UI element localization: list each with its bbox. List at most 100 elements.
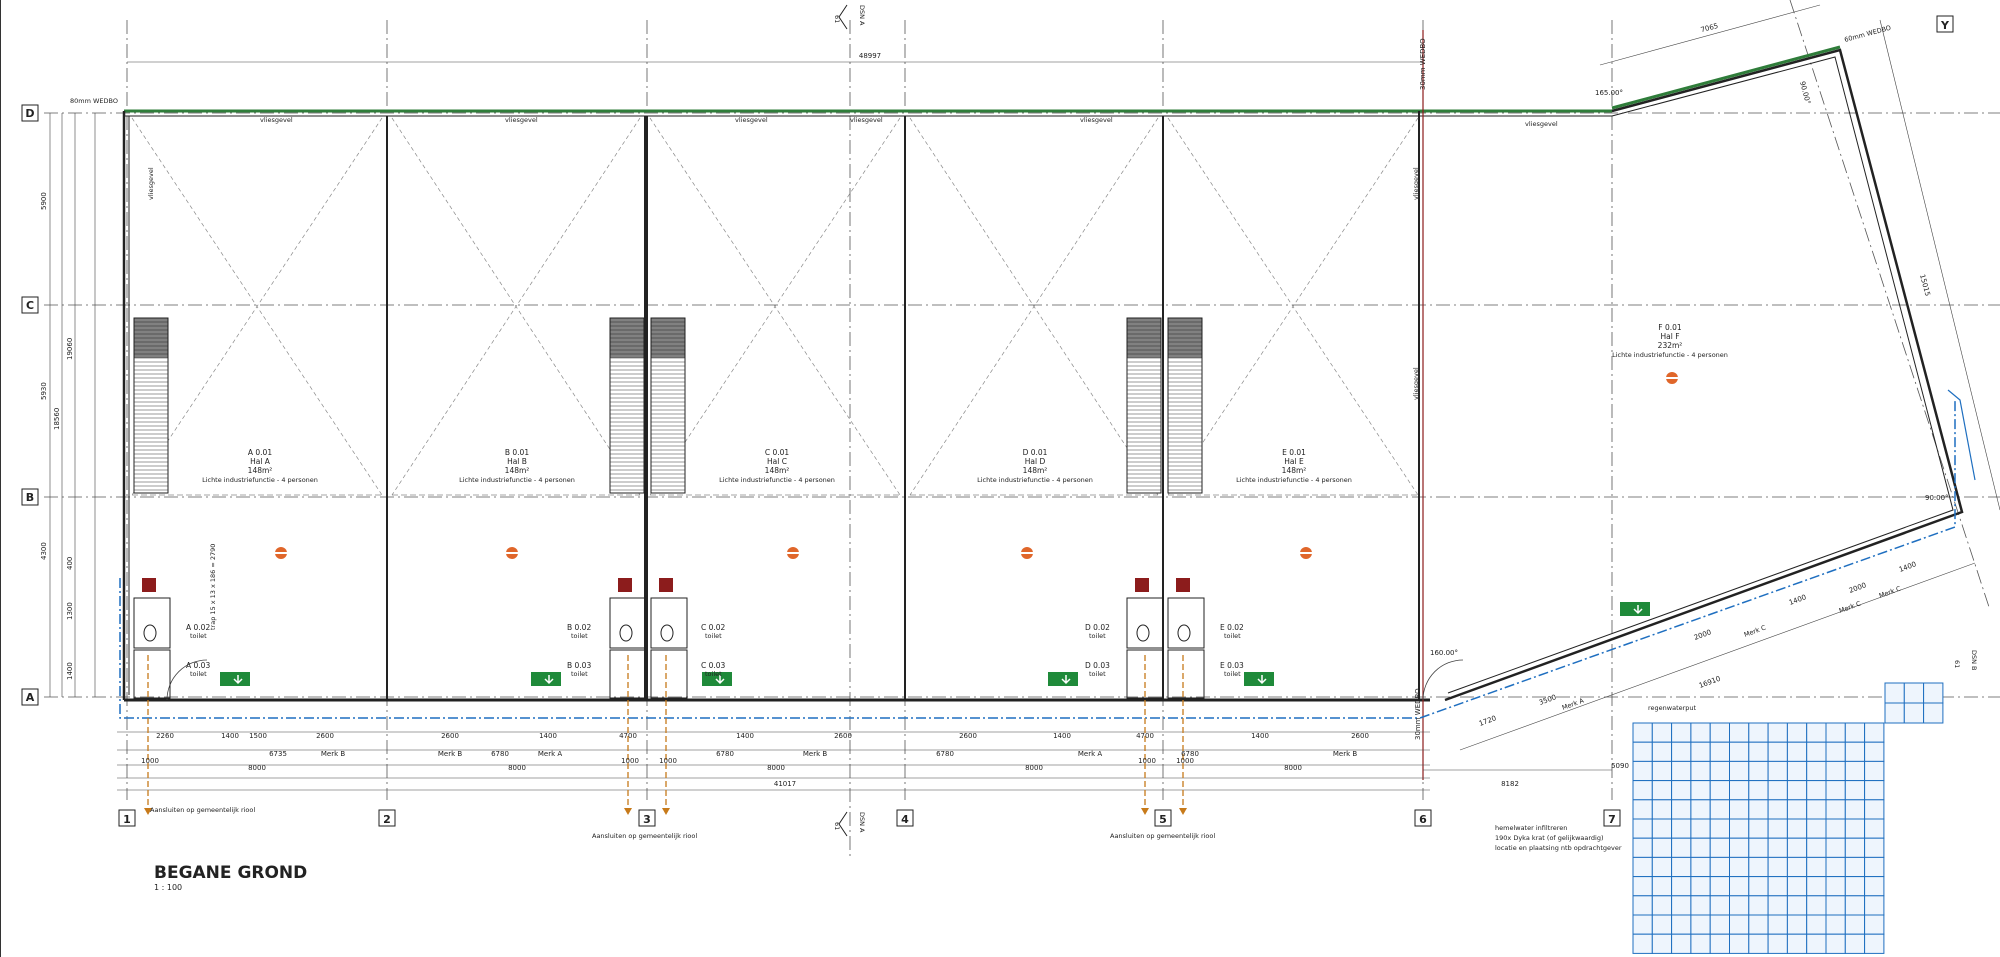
grid-bubble-d <box>21 104 39 122</box>
sub-room-code-1: A 0.02 <box>186 623 210 632</box>
crate <box>1806 799 1827 820</box>
crate <box>1825 780 1846 801</box>
stair-a-top <box>134 318 168 358</box>
crate <box>1786 856 1808 878</box>
crate <box>1632 856 1653 878</box>
crate <box>1671 780 1692 801</box>
toilet-b-lower <box>609 649 647 699</box>
sub-room-name-7: toilet <box>1089 632 1106 640</box>
toilet-e-sign <box>1176 578 1190 592</box>
crate <box>1767 722 1788 743</box>
dim-b2-1: 6735 <box>269 750 287 758</box>
crate <box>1825 722 1846 743</box>
sewer-arrow-5 <box>1179 808 1187 815</box>
dim-top-right: 7065 <box>1700 22 1719 34</box>
crate <box>1844 799 1866 820</box>
slanted-merk-1: Merk A <box>1561 696 1585 711</box>
crate <box>1632 799 1653 820</box>
crate <box>1748 837 1769 858</box>
crate <box>1748 895 1769 916</box>
crate <box>1729 741 1750 762</box>
wall-note-2: vliesgevel <box>1412 167 1420 200</box>
crate <box>1709 876 1730 897</box>
crate <box>1651 741 1673 762</box>
dimension-lines <box>49 4 2000 791</box>
slanted-dim-4: 2000 <box>1693 628 1712 642</box>
room-code-1: A 0.01 <box>248 448 272 457</box>
room-use-1: Lichte industriefunctie - 4 personen <box>202 476 318 484</box>
toilet-b-wc <box>619 624 633 642</box>
toilet-c-lower <box>650 649 688 699</box>
crate <box>1651 722 1673 743</box>
room-area-4: 148m² <box>1023 466 1048 475</box>
toilet-a-wc <box>143 624 157 642</box>
grid-label-col-7: 7 <box>1608 813 1616 826</box>
toilet-a-upper <box>133 597 171 649</box>
dim-left-5: 4300 <box>40 542 48 560</box>
dim-b3-5: 8000 <box>1284 764 1302 772</box>
crate <box>1825 818 1846 839</box>
crate <box>1748 760 1769 782</box>
crate <box>1729 856 1750 878</box>
grid-bubble-col-2 <box>378 809 396 827</box>
crate <box>1709 914 1730 935</box>
grid-line-slant <box>1789 0 1991 611</box>
crate <box>1806 895 1827 916</box>
toilet-c-upper <box>650 597 688 649</box>
sub-room-code-5: C 0.02 <box>701 623 726 632</box>
crate <box>1729 876 1750 897</box>
crate <box>1709 760 1730 782</box>
crate <box>1748 933 1769 954</box>
grid-bubble-b <box>21 488 39 506</box>
room-use-2: Lichte industriefunctie - 4 personen <box>459 476 575 484</box>
crate <box>1651 914 1673 935</box>
crate <box>1786 760 1808 782</box>
top-wall-note-6: vliesgevel <box>1525 120 1558 128</box>
crate <box>1806 741 1827 762</box>
toilet-d-wc <box>1136 624 1150 642</box>
crate <box>1671 799 1692 820</box>
crate <box>1825 760 1846 782</box>
crate <box>1671 837 1692 858</box>
crate <box>1864 722 1885 743</box>
room-use-3: Lichte industriefunctie - 4 personen <box>719 476 835 484</box>
crate <box>1806 818 1827 839</box>
wall-note-3: vliesgevel <box>1412 367 1420 400</box>
crate <box>1767 760 1788 782</box>
hall-f-outline <box>1444 48 1964 702</box>
dim-left-1: 5900 <box>40 192 48 210</box>
slanted-merk-3: Merk C <box>1838 599 1862 614</box>
dim-b1-13: 1400 <box>1251 732 1269 740</box>
crate <box>1690 818 1711 839</box>
dim-b1-11: 1400 <box>1053 732 1071 740</box>
dim-b1-12: 4700 <box>1136 732 1154 740</box>
section-arrow-1 <box>838 4 848 30</box>
crate <box>1767 780 1788 801</box>
crate <box>1632 837 1653 858</box>
angle-1: 165.00° <box>1595 89 1623 97</box>
dim-b1-14: 2600 <box>1351 732 1369 740</box>
grid-label-col-3: 3 <box>643 813 651 826</box>
crate <box>1864 876 1885 897</box>
crate <box>1767 914 1788 935</box>
crate <box>1825 799 1846 820</box>
crate-extra <box>1884 682 1905 704</box>
sub-room-name-8: toilet <box>1089 670 1106 678</box>
door-arc-1 <box>166 659 208 701</box>
crate <box>1748 722 1769 743</box>
crate <box>1844 741 1866 762</box>
room-code-2: B 0.01 <box>505 448 529 457</box>
crate <box>1844 933 1866 954</box>
crate <box>1729 799 1750 820</box>
sewer-note-1: Aansluiten op gemeentelijk riool <box>150 806 255 814</box>
dim-right-slant: 15015 <box>1918 273 1931 297</box>
toilet-a-sign <box>142 578 156 592</box>
emergency-exit-arrow-6 <box>1633 605 1643 615</box>
section-num-b: 61 <box>1953 660 1961 668</box>
toilet-e-lower <box>1167 649 1205 699</box>
slanted-dim-6: 2000 <box>1848 581 1867 595</box>
wedbo-top-right: 60mm WEDBO <box>1843 24 1891 44</box>
sub-room-name-5: toilet <box>705 632 722 640</box>
emergency-exit-arrow-4 <box>1061 675 1071 685</box>
